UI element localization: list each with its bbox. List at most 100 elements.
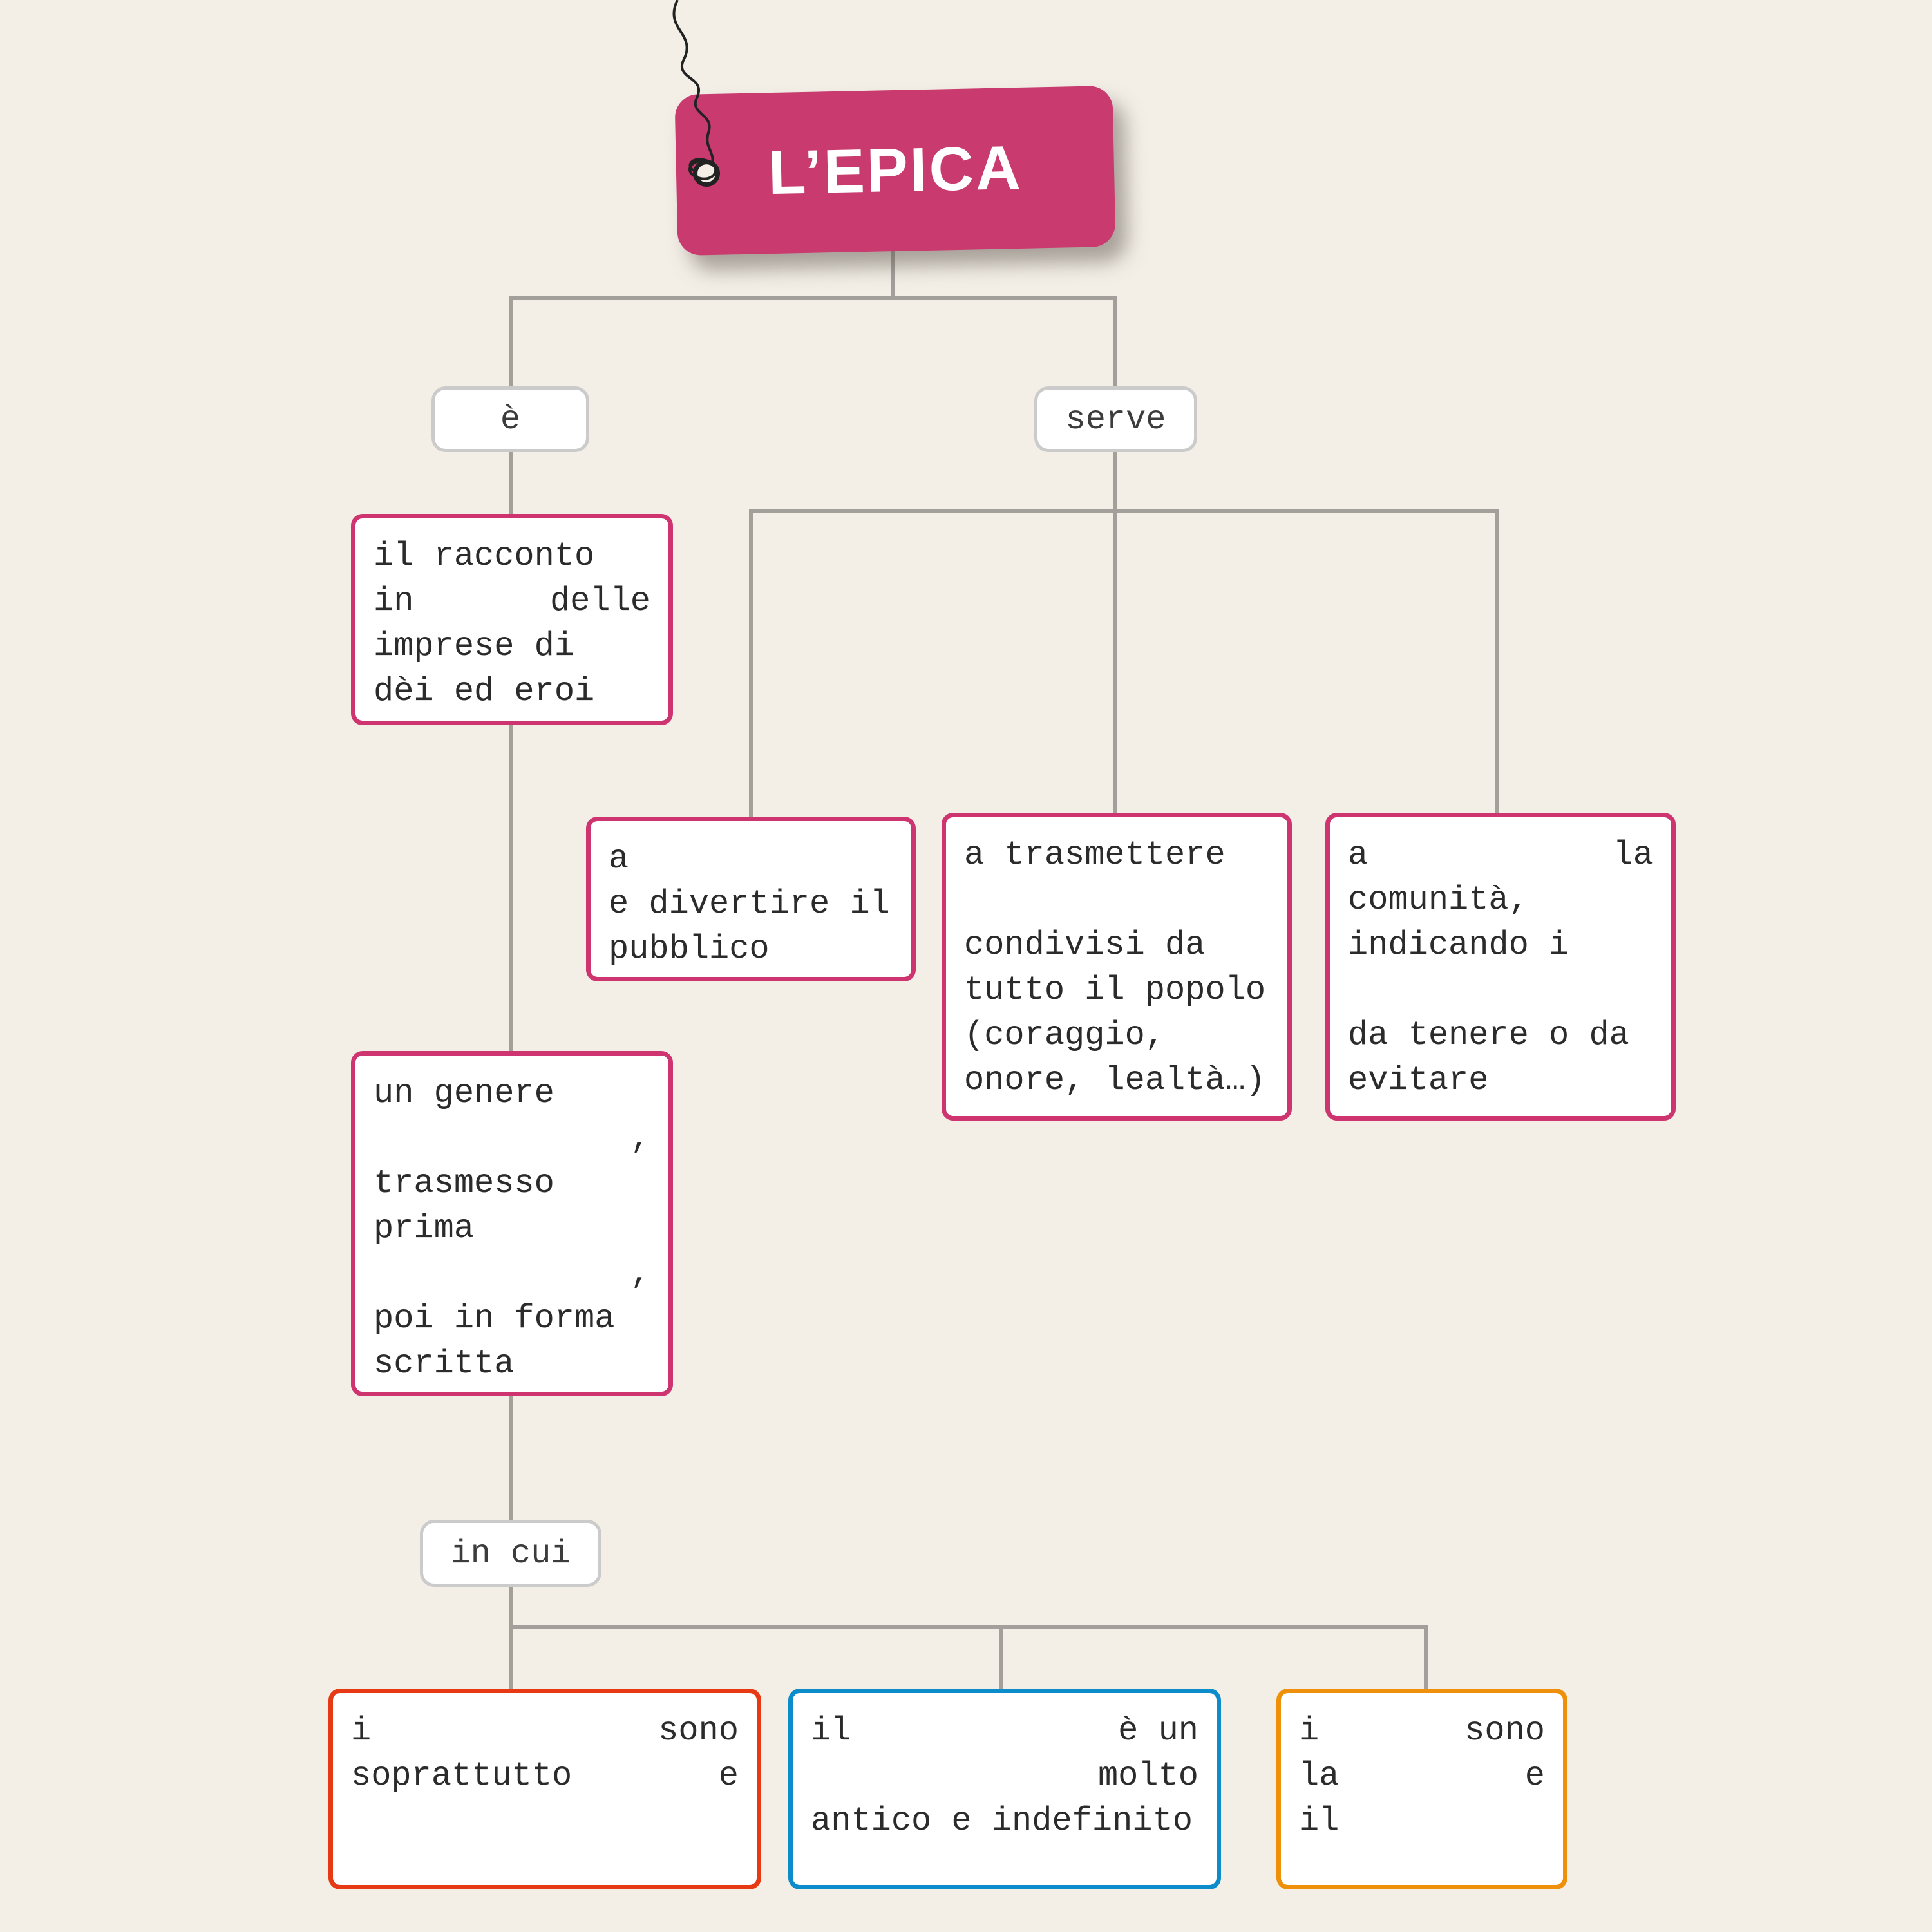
text-line: ,: [374, 1116, 650, 1161]
text-line: soprattutto e: [351, 1754, 739, 1799]
text-left: e divertire il: [609, 885, 890, 923]
box-entertain: a e divertire il pubblico: [586, 817, 916, 981]
text-right: e: [1524, 1757, 1545, 1795]
connector-drop-values: [1113, 509, 1117, 815]
text-left: il: [1299, 1802, 1340, 1840]
text-line: imprese di: [374, 624, 650, 669]
text-left: comunità,: [1348, 881, 1529, 919]
node-serve: serve: [1034, 386, 1197, 452]
box-characters: i sono soprattutto e: [328, 1689, 761, 1889]
text-line: antico e indefinito: [811, 1799, 1198, 1844]
text-left: soprattutto: [351, 1757, 573, 1795]
text-left: i: [1299, 1712, 1320, 1750]
text-right: ,: [630, 1255, 650, 1293]
text-left: tutto il popolo: [964, 971, 1266, 1009]
text-line: a trasmettere: [964, 833, 1269, 878]
text-line: comunità,: [1348, 878, 1653, 923]
node-e: è: [431, 386, 589, 452]
text-line: il: [1299, 1799, 1545, 1844]
text-right: sono: [658, 1712, 739, 1750]
text-left: pubblico: [609, 930, 770, 968]
text-right: ,: [630, 1119, 650, 1157]
text-left: (coraggio,: [964, 1016, 1166, 1054]
connector-e-definition: [509, 451, 513, 516]
box-definition: il racconto in delle imprese di dèi ed er…: [351, 514, 673, 725]
text-left: a trasmettere: [964, 836, 1226, 874]
connector-genre-incui: [509, 1394, 513, 1522]
text-line: onore, lealtà…): [964, 1058, 1269, 1103]
text-line: e divertire il: [609, 882, 893, 927]
text-left: la: [1299, 1757, 1340, 1795]
text-line: i sono: [1299, 1709, 1545, 1754]
text-left: il: [811, 1712, 851, 1750]
text-line: condivisi da: [964, 923, 1269, 968]
node-serve-label: serve: [1065, 400, 1166, 439]
text-left: a: [609, 840, 629, 878]
text-left: scritta: [374, 1345, 515, 1383]
connector-drop-community: [1495, 509, 1499, 815]
box-genre: un genere , trasmesso prima , poi in for…: [351, 1051, 673, 1396]
connector-drop-time: [999, 1625, 1003, 1691]
text-left: evitare: [1348, 1061, 1489, 1099]
text-line: a: [609, 837, 893, 882]
text-line: pubblico: [609, 927, 893, 972]
text-line: [964, 878, 1269, 923]
text-line: un genere: [374, 1071, 650, 1116]
connector-drop-entertain: [749, 509, 753, 819]
text-left: dèi ed eroi: [374, 672, 595, 710]
text-right: delle: [549, 582, 650, 620]
text-line: scritta: [374, 1341, 650, 1387]
connector-tag-stem: [891, 245, 895, 300]
connector-definition-genre: [509, 723, 513, 1054]
text-line: (coraggio,: [964, 1013, 1269, 1058]
box-values: a trasmettere condivisi da tutto il popo…: [942, 813, 1292, 1121]
text-line: evitare: [1348, 1058, 1653, 1103]
text-left: in: [374, 582, 414, 620]
text-left: indicando i: [1348, 926, 1569, 964]
text-line: il è un: [811, 1709, 1198, 1754]
box-places: i sono la e il: [1276, 1689, 1567, 1889]
text-left: i: [351, 1712, 372, 1750]
text-line: da tenere o da: [1348, 1013, 1653, 1058]
connector-drop-serve: [1113, 296, 1117, 390]
text-left: un genere: [374, 1074, 554, 1112]
text-line: [351, 1799, 739, 1844]
text-line: ,: [374, 1251, 650, 1296]
text-line: indicando i: [1348, 923, 1653, 968]
text-right: sono: [1464, 1712, 1545, 1750]
text-line: tutto il popolo: [964, 968, 1269, 1013]
text-right: la: [1613, 836, 1653, 874]
text-left: imprese di: [374, 627, 575, 665]
text-line: trasmesso: [374, 1161, 650, 1206]
box-time: il è un molto antico e indefinito: [788, 1689, 1221, 1889]
page-title: L’EPICA: [767, 133, 1023, 208]
text-left: onore, lealtà…): [964, 1061, 1266, 1099]
connector-drop-places: [1424, 1625, 1428, 1691]
connector-drop-e: [509, 296, 513, 390]
text-line: molto: [811, 1754, 1198, 1799]
text-right: è un: [1118, 1712, 1198, 1750]
text-right: e: [718, 1757, 739, 1795]
tag-string-icon: [672, 0, 717, 180]
text-left: antico e indefinito: [811, 1802, 1193, 1840]
text-line: in delle: [374, 579, 650, 624]
text-left: prima: [374, 1209, 475, 1247]
connector-top-branch: [511, 296, 1117, 300]
connector-serve-horizontal: [751, 509, 1499, 513]
text-line: la e: [1299, 1754, 1545, 1799]
text-left: condivisi da: [964, 926, 1206, 964]
text-line: poi in forma: [374, 1296, 650, 1341]
node-e-label: è: [500, 400, 521, 439]
connector-bottom-branch: [511, 1625, 1428, 1629]
text-left: il racconto: [374, 537, 595, 575]
text-line: prima: [374, 1206, 650, 1251]
node-in-cui-label: in cui: [450, 1534, 571, 1573]
text-line: il racconto: [374, 534, 650, 579]
text-line: dèi ed eroi: [374, 669, 650, 714]
text-left: poi in forma: [374, 1300, 615, 1338]
text-line: [1348, 968, 1653, 1013]
text-left: trasmesso: [374, 1164, 554, 1202]
